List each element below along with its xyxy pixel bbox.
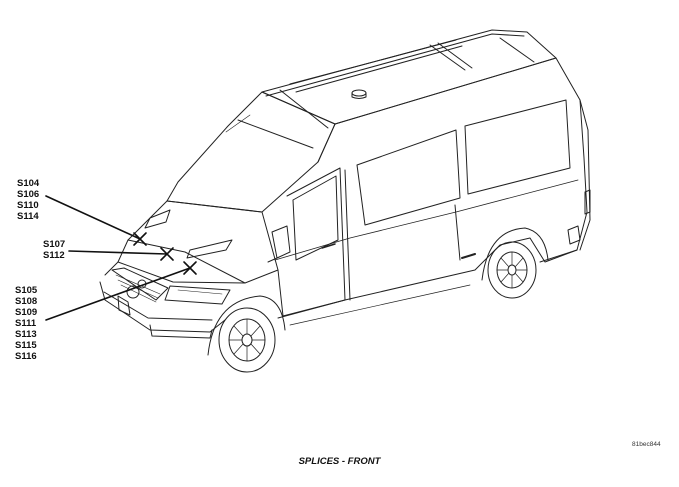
van-body-side bbox=[274, 57, 591, 326]
van-roof bbox=[261, 29, 557, 129]
rear-corner bbox=[567, 189, 591, 245]
figure-id: 81bec844 bbox=[632, 441, 661, 448]
callout-label: S106 bbox=[17, 189, 40, 200]
callout-label: S114 bbox=[17, 211, 39, 222]
windshield bbox=[166, 91, 336, 213]
callout-label: S116 bbox=[15, 351, 37, 362]
callout-label: S107 bbox=[43, 239, 66, 250]
front-door bbox=[267, 167, 346, 317]
callout-label: S115 bbox=[15, 340, 37, 351]
leader-line-1 bbox=[45, 195, 141, 240]
front-wheel bbox=[207, 295, 286, 373]
callout-group-2: S107 S112 bbox=[43, 239, 65, 261]
callout-label: S105 bbox=[15, 285, 38, 296]
leader-lines bbox=[45, 195, 191, 321]
leader-line-3 bbox=[45, 267, 191, 321]
callout-label: S112 bbox=[43, 250, 65, 261]
callout-group-1: S104 S106 S110 S114 bbox=[17, 178, 39, 222]
figure-caption: SPLICES - FRONT bbox=[298, 456, 381, 467]
rear-wheel bbox=[481, 227, 549, 299]
callout-label: S113 bbox=[15, 329, 37, 340]
van-front bbox=[99, 200, 279, 339]
callout-label: S110 bbox=[17, 200, 39, 211]
callout-label: S111 bbox=[15, 318, 37, 329]
leader-line-2 bbox=[68, 250, 168, 255]
callout-label: S104 bbox=[17, 178, 40, 189]
callout-group-3: S105 S108 S109 S111 S113 S115 S116 bbox=[15, 285, 37, 362]
callout-label: S109 bbox=[15, 307, 38, 318]
callout-label: S108 bbox=[15, 296, 38, 307]
